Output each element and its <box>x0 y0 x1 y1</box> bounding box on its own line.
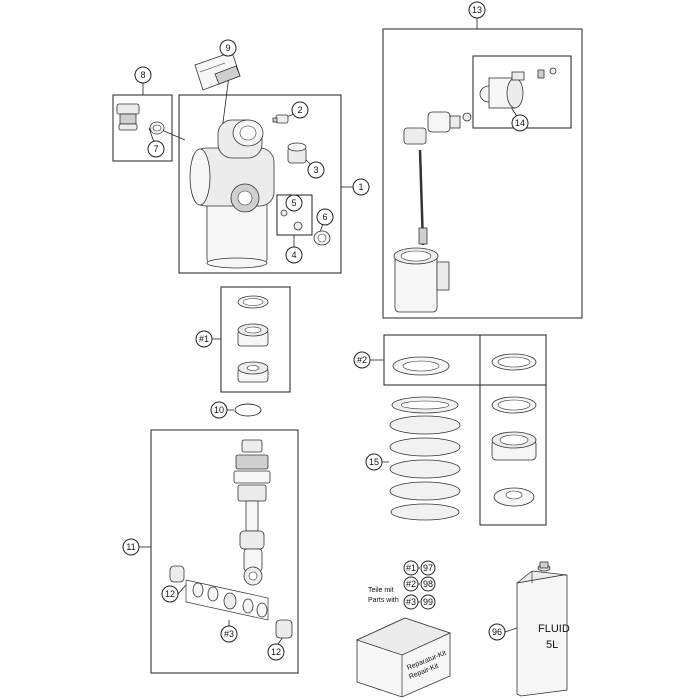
svg-text:7: 7 <box>153 144 158 154</box>
o-ring-part-7 <box>149 121 165 135</box>
svg-text:4: 4 <box>291 250 296 260</box>
fluid-can: FLUID 5L <box>516 561 570 697</box>
callout-10[interactable]: 10 <box>210 401 228 419</box>
note-line1: Teile mit <box>368 587 394 594</box>
ring-part-10 <box>234 403 262 417</box>
bushing-part-12-top <box>169 565 185 583</box>
ref-kit-3[interactable]: #3 <box>403 594 419 610</box>
shock-body-part-1 <box>189 119 275 269</box>
bushing-part-12-bottom <box>275 619 293 639</box>
svg-text:3: 3 <box>313 165 318 175</box>
callout-13[interactable]: 13 <box>468 1 486 19</box>
svg-text:11: 11 <box>126 542 135 552</box>
valve-part-8 <box>116 103 140 131</box>
callout-5[interactable]: 5 <box>285 194 303 212</box>
callout-6[interactable]: 6 <box>316 208 334 226</box>
ref-kit-1[interactable]: #1 <box>403 560 419 576</box>
circlip-part-6 <box>313 230 331 246</box>
callout-9[interactable]: 9 <box>219 39 237 57</box>
callout-14[interactable]: 14 <box>511 114 529 132</box>
small-parts-5-4 <box>280 209 303 231</box>
svg-text:1: 1 <box>358 182 363 192</box>
svg-text:15: 15 <box>369 457 379 467</box>
svg-text:2: 2 <box>297 105 302 115</box>
kit-2-parts <box>392 353 537 507</box>
fluid-can-line1: FLUID <box>538 623 570 635</box>
spring-part-15 <box>389 396 461 521</box>
svg-text:14: 14 <box>515 118 525 128</box>
ref-97[interactable]: 97 <box>420 560 436 576</box>
svg-text:5: 5 <box>291 198 296 208</box>
svg-text:98: 98 <box>423 579 433 589</box>
svg-text:#3: #3 <box>224 629 234 639</box>
bushing-part-3 <box>287 142 307 164</box>
callout-7[interactable]: 7 <box>147 140 165 158</box>
grease-tube-part-9 <box>194 51 241 91</box>
callout-kit-3[interactable]: #3 <box>220 625 238 643</box>
svg-text:#3: #3 <box>406 597 416 607</box>
svg-text:12: 12 <box>165 589 175 599</box>
kit-3-parts <box>185 579 269 621</box>
svg-text:#2: #2 <box>357 355 367 365</box>
knob-part-14 <box>479 67 557 109</box>
svg-text:#2: #2 <box>406 579 416 589</box>
callout-12-bottom[interactable]: 12 <box>267 643 285 661</box>
svg-text:6: 6 <box>322 212 327 222</box>
callout-8[interactable]: 8 <box>134 66 152 84</box>
ref-98[interactable]: 98 <box>420 576 436 592</box>
box-damper-rod-11 <box>150 429 299 674</box>
ref-kit-2[interactable]: #2 <box>403 576 419 592</box>
box-kit-1 <box>220 286 291 393</box>
svg-text:13: 13 <box>472 5 482 15</box>
callout-4[interactable]: 4 <box>285 246 303 264</box>
svg-text:#1: #1 <box>406 563 416 573</box>
bolt-part-2 <box>272 114 289 124</box>
kit-1-parts <box>237 295 269 383</box>
svg-text:10: 10 <box>214 405 224 415</box>
box-reservoir-13 <box>382 28 583 319</box>
callout-11[interactable]: 11 <box>122 538 140 556</box>
fluid-can-line2: 5L <box>546 639 558 651</box>
callout-2[interactable]: 2 <box>291 101 309 119</box>
callout-15[interactable]: 15 <box>365 453 383 471</box>
callout-kit-2[interactable]: #2 <box>353 351 371 369</box>
callout-12-top[interactable]: 12 <box>161 585 179 603</box>
damper-rod-part-11 <box>233 439 271 586</box>
svg-text:#1: #1 <box>199 334 209 344</box>
callout-96[interactable]: 96 <box>488 623 506 641</box>
box-parts-8-7 <box>112 94 173 162</box>
callout-kit-1[interactable]: #1 <box>195 330 213 348</box>
svg-text:96: 96 <box>492 627 502 637</box>
svg-text:12: 12 <box>271 647 281 657</box>
callout-1[interactable]: 1 <box>352 178 370 196</box>
ref-99[interactable]: 99 <box>420 594 436 610</box>
note-line2: Parts with <box>368 597 399 604</box>
repair-kit-box: Reparatur-Kit Repair-Kit <box>355 617 452 698</box>
callout-3[interactable]: 3 <box>307 161 325 179</box>
reservoir-part-13 <box>393 111 472 313</box>
svg-text:97: 97 <box>423 563 433 573</box>
box-kit-2-parts <box>479 334 547 526</box>
svg-text:99: 99 <box>423 597 433 607</box>
leader-lines <box>139 18 521 648</box>
svg-text:9: 9 <box>225 43 230 53</box>
svg-text:8: 8 <box>140 70 145 80</box>
box-main-shock-body <box>178 94 342 274</box>
